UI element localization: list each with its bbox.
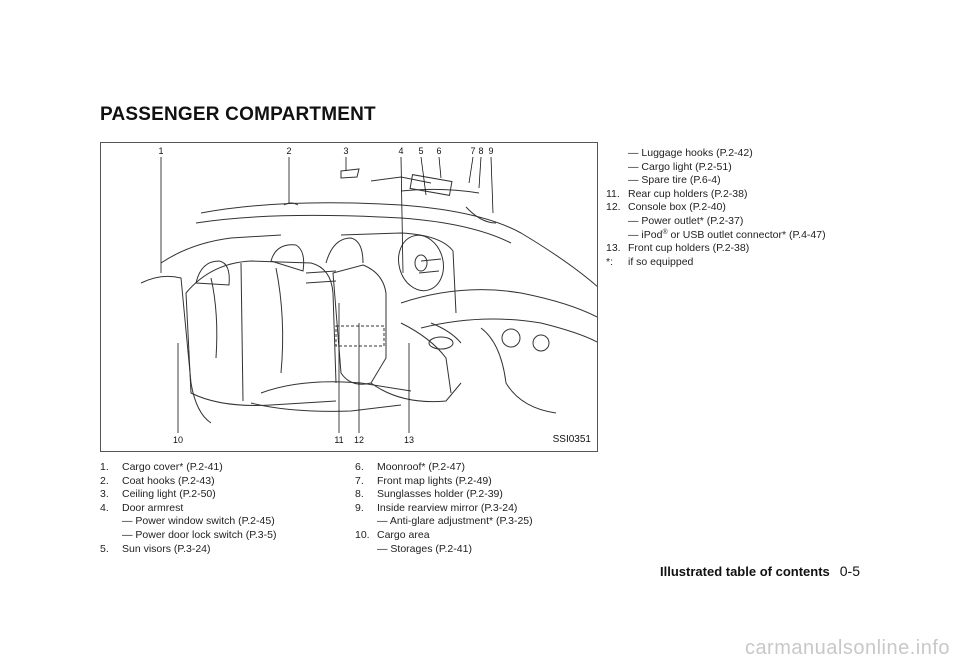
list-subitem: — Luggage hooks (P.2-42) <box>628 147 753 159</box>
list-subitem: — Cargo light (P.2-51) <box>628 160 732 173</box>
list-item: 11.Rear cup holders (P.2-38) <box>606 187 748 200</box>
callout-1: 1 <box>158 146 164 156</box>
list-item: 4.Door armrest <box>100 501 184 514</box>
passenger-compartment-drawing <box>140 156 597 433</box>
figure-code: SSI0351 <box>552 434 591 445</box>
list-subitem: — Storages (P.2-41) <box>377 542 472 555</box>
list-item: 5.Sun visors (P.3-24) <box>100 542 211 555</box>
footnote: *:if so equipped <box>606 255 694 268</box>
list-item: 1.Cargo cover* (P.2-41) <box>100 461 223 473</box>
legend-column-1: 1.Cargo cover* (P.2-41) 2.Coat hooks (P.… <box>100 461 350 556</box>
callout-4: 4 <box>398 146 404 156</box>
list-subitem: — Spare tire (P.6-4) <box>628 174 721 187</box>
list-item: 9.Inside rearview mirror (P.3-24) <box>355 501 518 514</box>
callout-11: 11 <box>334 435 344 445</box>
list-subitem-ipod: — iPod® or USB outlet connector* (P.4-47… <box>628 228 826 241</box>
page-footer: Illustrated table of contents 0-5 <box>660 563 860 579</box>
list-item: 3.Ceiling light (P.2-50) <box>100 488 216 501</box>
callout-9: 9 <box>488 146 494 156</box>
callout-3: 3 <box>343 146 349 156</box>
legend-column-2: 6.Moonroof* (P.2-47) 7.Front map lights … <box>355 461 605 556</box>
callout-2: 2 <box>286 146 292 156</box>
callout-12: 12 <box>353 435 365 445</box>
list-item: 12.Console box (P.2-40) <box>606 201 726 214</box>
list-subitem: — Power outlet* (P.2-37) <box>628 214 744 227</box>
section-title: Illustrated table of contents <box>660 564 830 579</box>
callout-7: 7 <box>470 146 476 156</box>
legend-column-3: — Luggage hooks (P.2-42) — Cargo light (… <box>606 147 866 269</box>
callout-8: 8 <box>478 146 484 156</box>
callout-13: 13 <box>403 435 415 445</box>
callout-6: 6 <box>436 146 442 156</box>
page-heading: PASSENGER COMPARTMENT <box>100 104 376 125</box>
list-subitem: — Power door lock switch (P.3-5) <box>122 528 277 541</box>
list-subitem: — Power window switch (P.2-45) <box>122 515 275 528</box>
list-item: 8.Sunglasses holder (P.2-39) <box>355 488 503 501</box>
callout-5: 5 <box>418 146 424 156</box>
list-item: 6.Moonroof* (P.2-47) <box>355 461 465 473</box>
list-item: 7.Front map lights (P.2-49) <box>355 474 492 487</box>
page-number: 0-5 <box>839 563 860 579</box>
interior-illustration: 1 2 3 4 5 6 7 8 9 10 11 12 13 SSI0351 <box>100 142 598 452</box>
list-item: 13.Front cup holders (P.2-38) <box>606 242 750 255</box>
list-subitem: — Anti-glare adjustment* (P.3-25) <box>377 515 533 528</box>
callout-10: 10 <box>172 435 184 445</box>
list-item: 10.Cargo area <box>355 528 430 541</box>
watermark: carmanualsonline.info <box>744 637 950 659</box>
list-item: 2.Coat hooks (P.2-43) <box>100 474 215 487</box>
